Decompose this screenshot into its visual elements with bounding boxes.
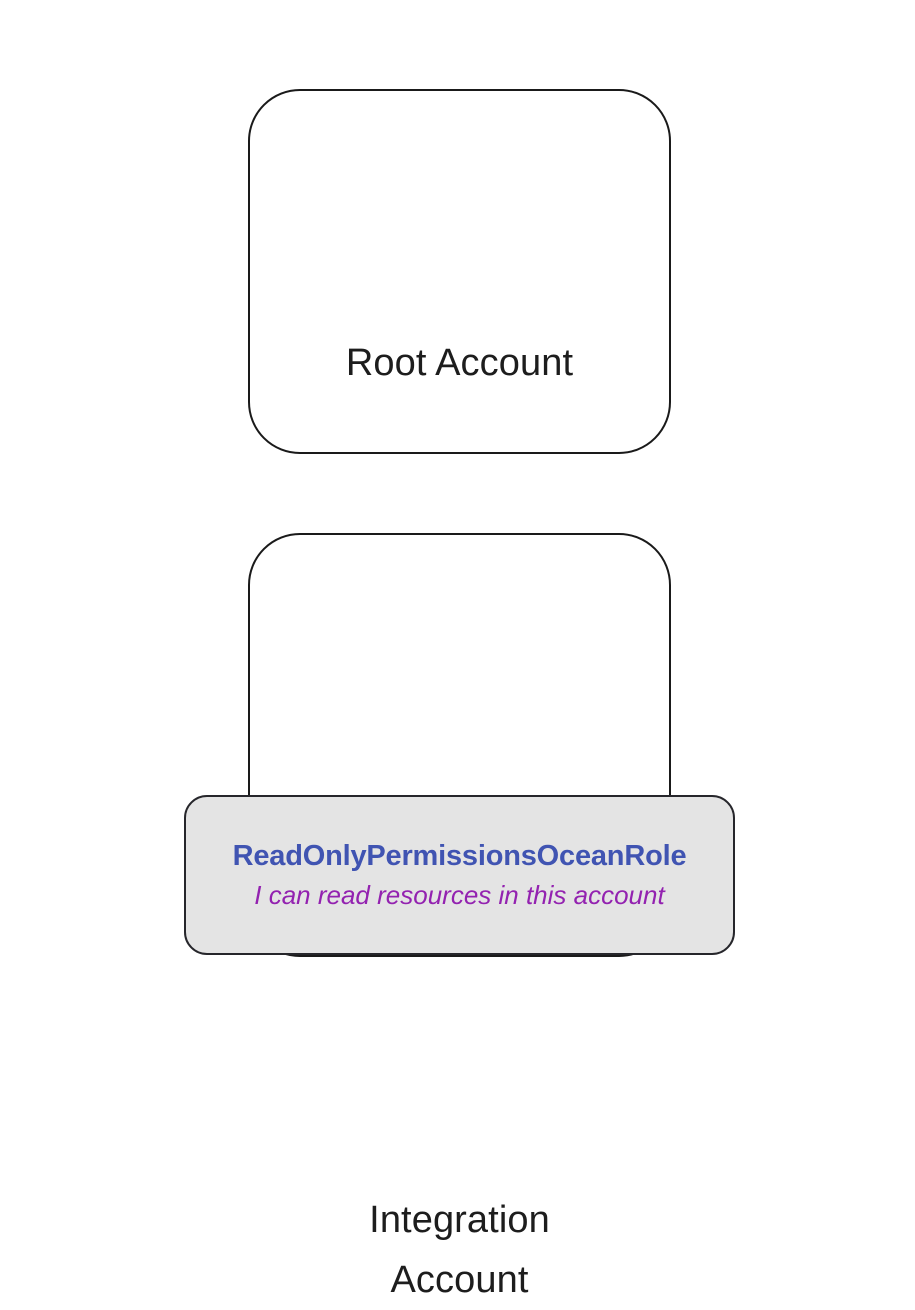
diagram-canvas: Root Account Integration Account ReadOnl… bbox=[184, 89, 735, 1301]
readonly-role-card[interactable]: ReadOnlyPermissionsOceanRole I can read … bbox=[184, 795, 735, 955]
root-account-label: Root Account bbox=[345, 342, 574, 384]
role-card-title: ReadOnlyPermissionsOceanRole bbox=[232, 840, 687, 872]
integration-account-label: Integration Account bbox=[369, 1199, 550, 1301]
root-account-box[interactable]: Root Account bbox=[248, 89, 671, 454]
role-card-subtitle: I can read resources in this account bbox=[254, 880, 665, 910]
